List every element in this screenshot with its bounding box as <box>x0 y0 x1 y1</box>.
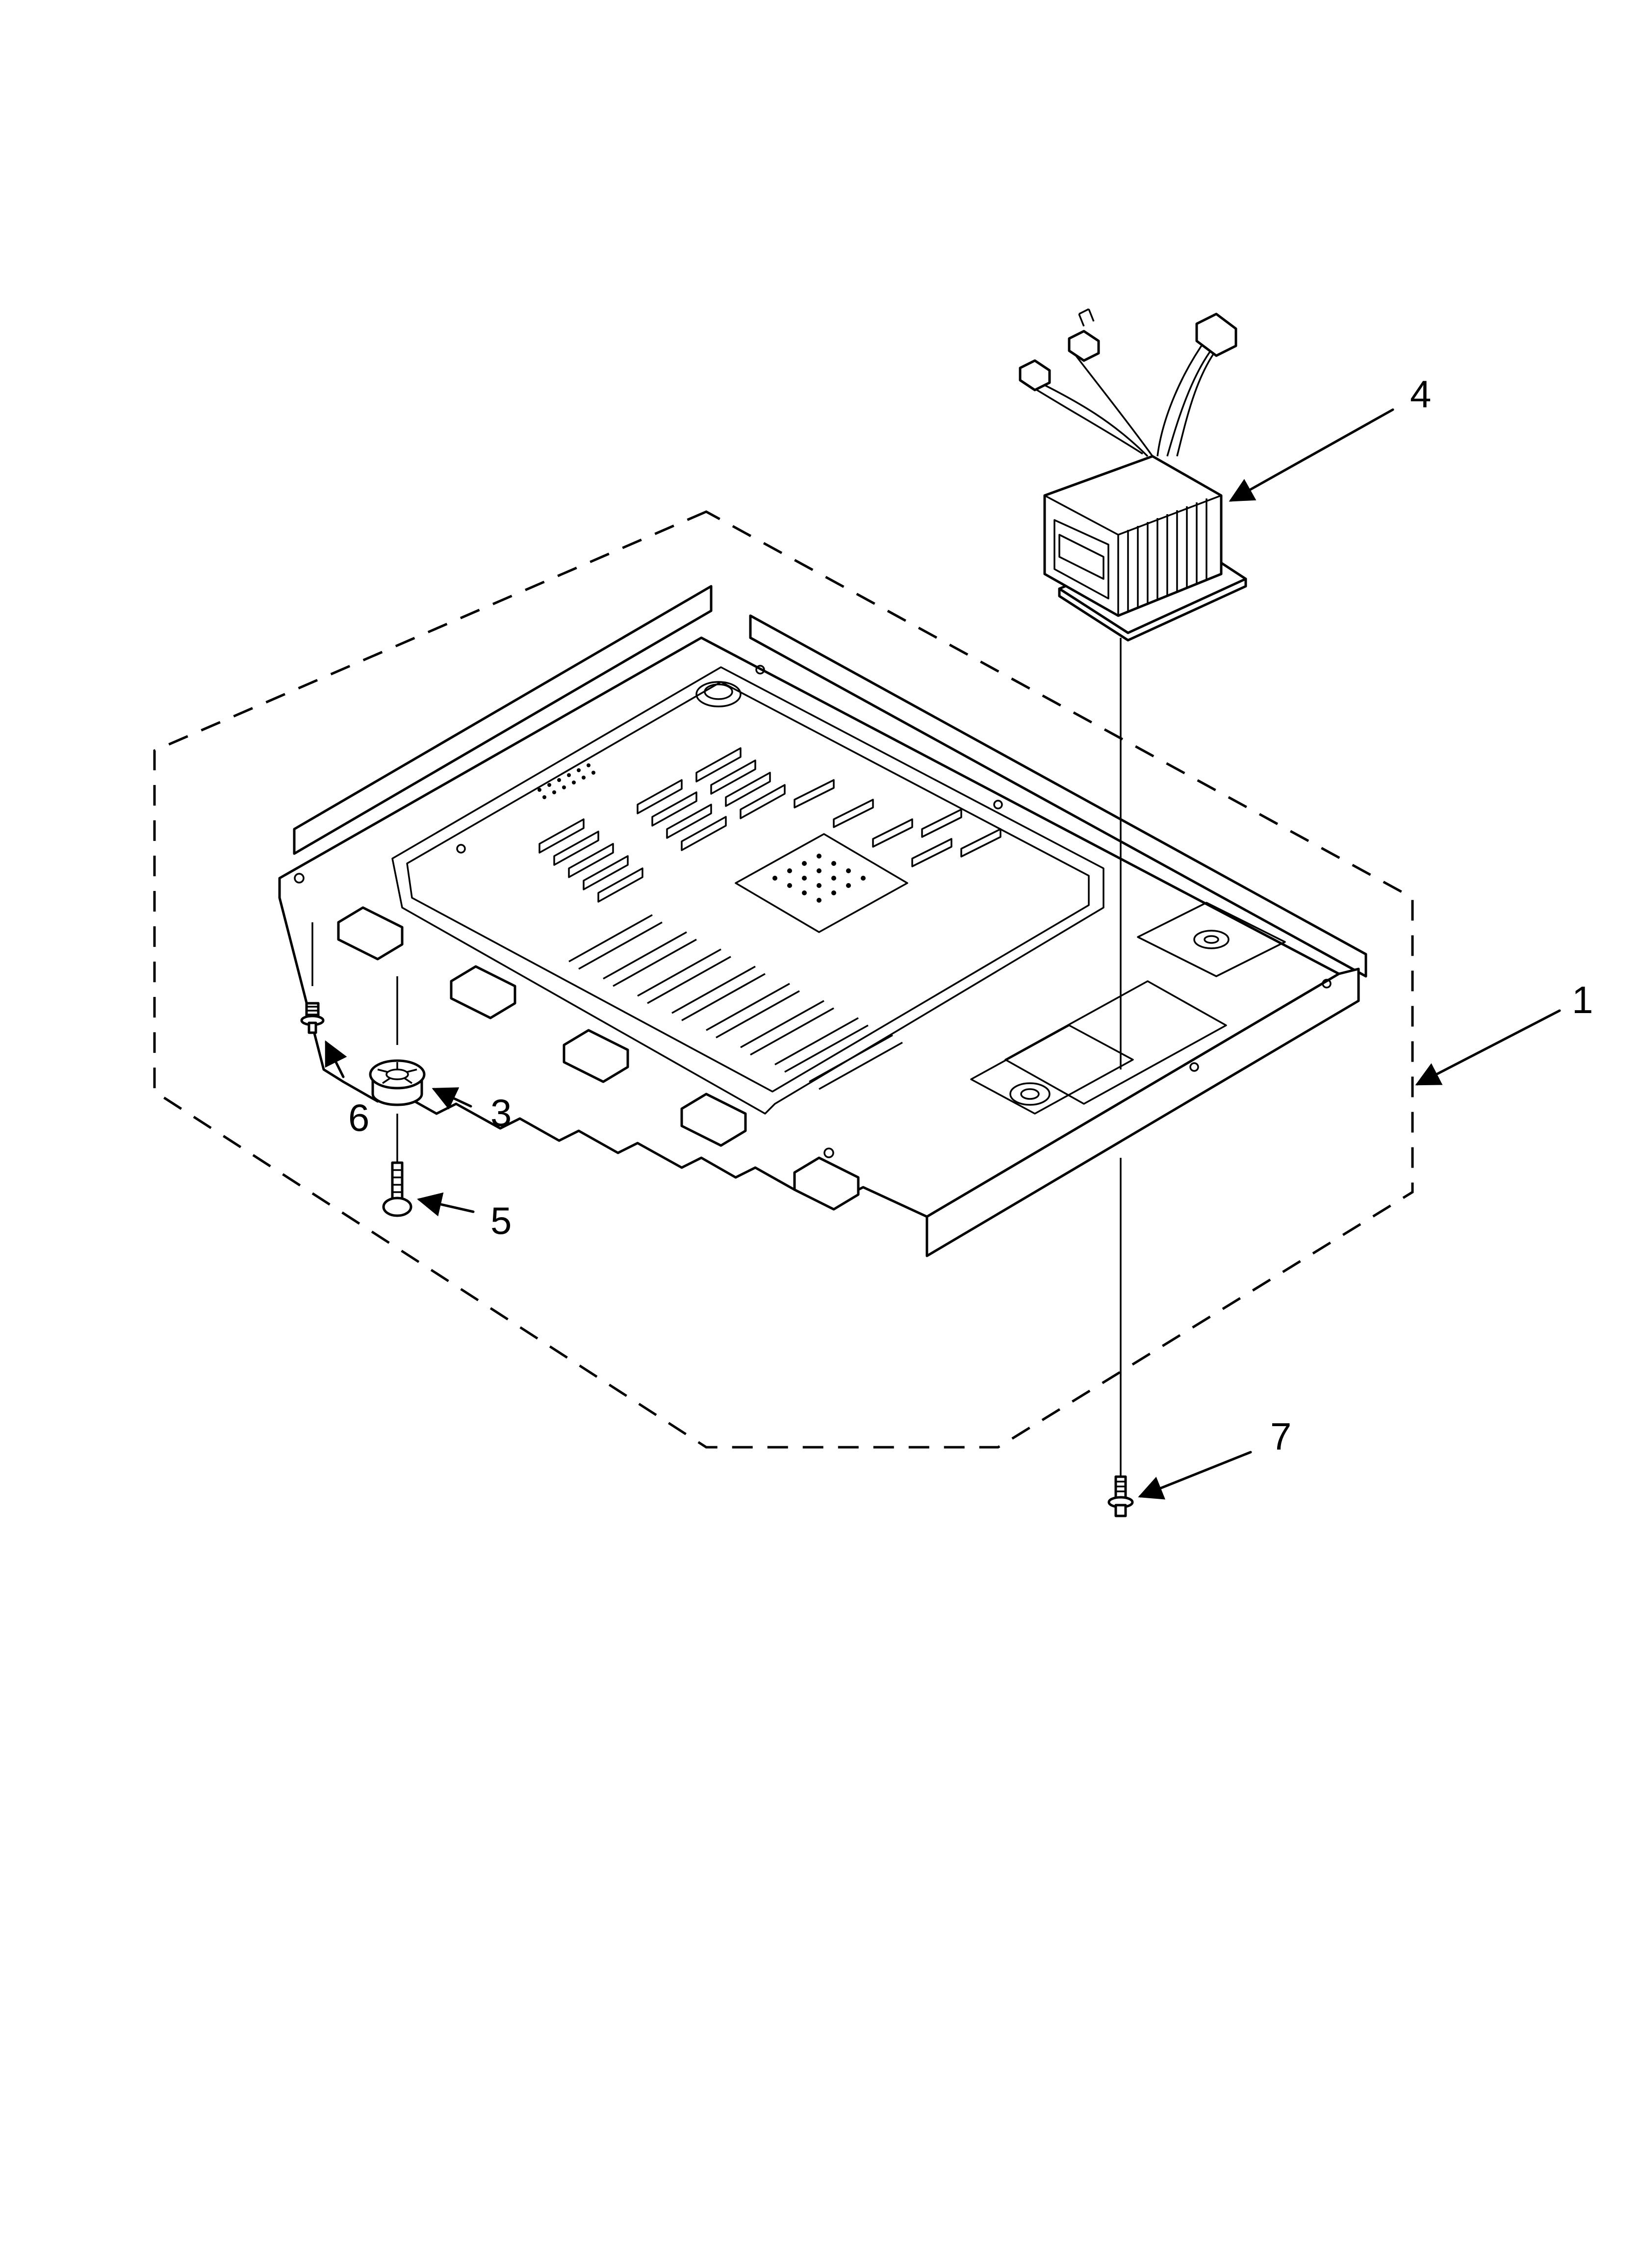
foot-pads <box>337 906 860 1211</box>
callout-6: 6 <box>348 1096 369 1139</box>
callout-5: 5 <box>490 1199 512 1242</box>
callout-4-arrow <box>1229 408 1394 502</box>
side-screw <box>300 1002 325 1034</box>
callout-3: 3 <box>490 1091 512 1134</box>
perforations <box>772 854 866 903</box>
callout-5-arrow <box>417 1192 475 1217</box>
foot <box>369 1059 426 1106</box>
base-plate <box>278 585 1367 1257</box>
assembly-boundary-dashed <box>153 510 1414 1449</box>
mounting-holes <box>294 665 1332 1158</box>
callout-4: 4 <box>1410 372 1431 416</box>
vent-slots-right <box>794 779 1001 867</box>
vent-slots-upper <box>539 747 786 903</box>
transformer-mount <box>970 902 1286 1115</box>
callout-3-arrow <box>432 1087 472 1110</box>
vent-slots-lower <box>568 914 903 1090</box>
transformer <box>1019 308 1247 642</box>
callout-7-arrow <box>1138 1451 1252 1500</box>
callout-1-arrow <box>1415 1009 1561 1086</box>
callout-7: 7 <box>1270 1415 1291 1458</box>
callout-1: 1 <box>1572 978 1593 1021</box>
vent-dots-left <box>538 763 595 799</box>
perforated-panel <box>735 833 908 933</box>
foot-screw <box>382 1161 412 1217</box>
bottom-screw <box>1107 1475 1134 1517</box>
callout-6-arrow <box>325 1040 347 1078</box>
